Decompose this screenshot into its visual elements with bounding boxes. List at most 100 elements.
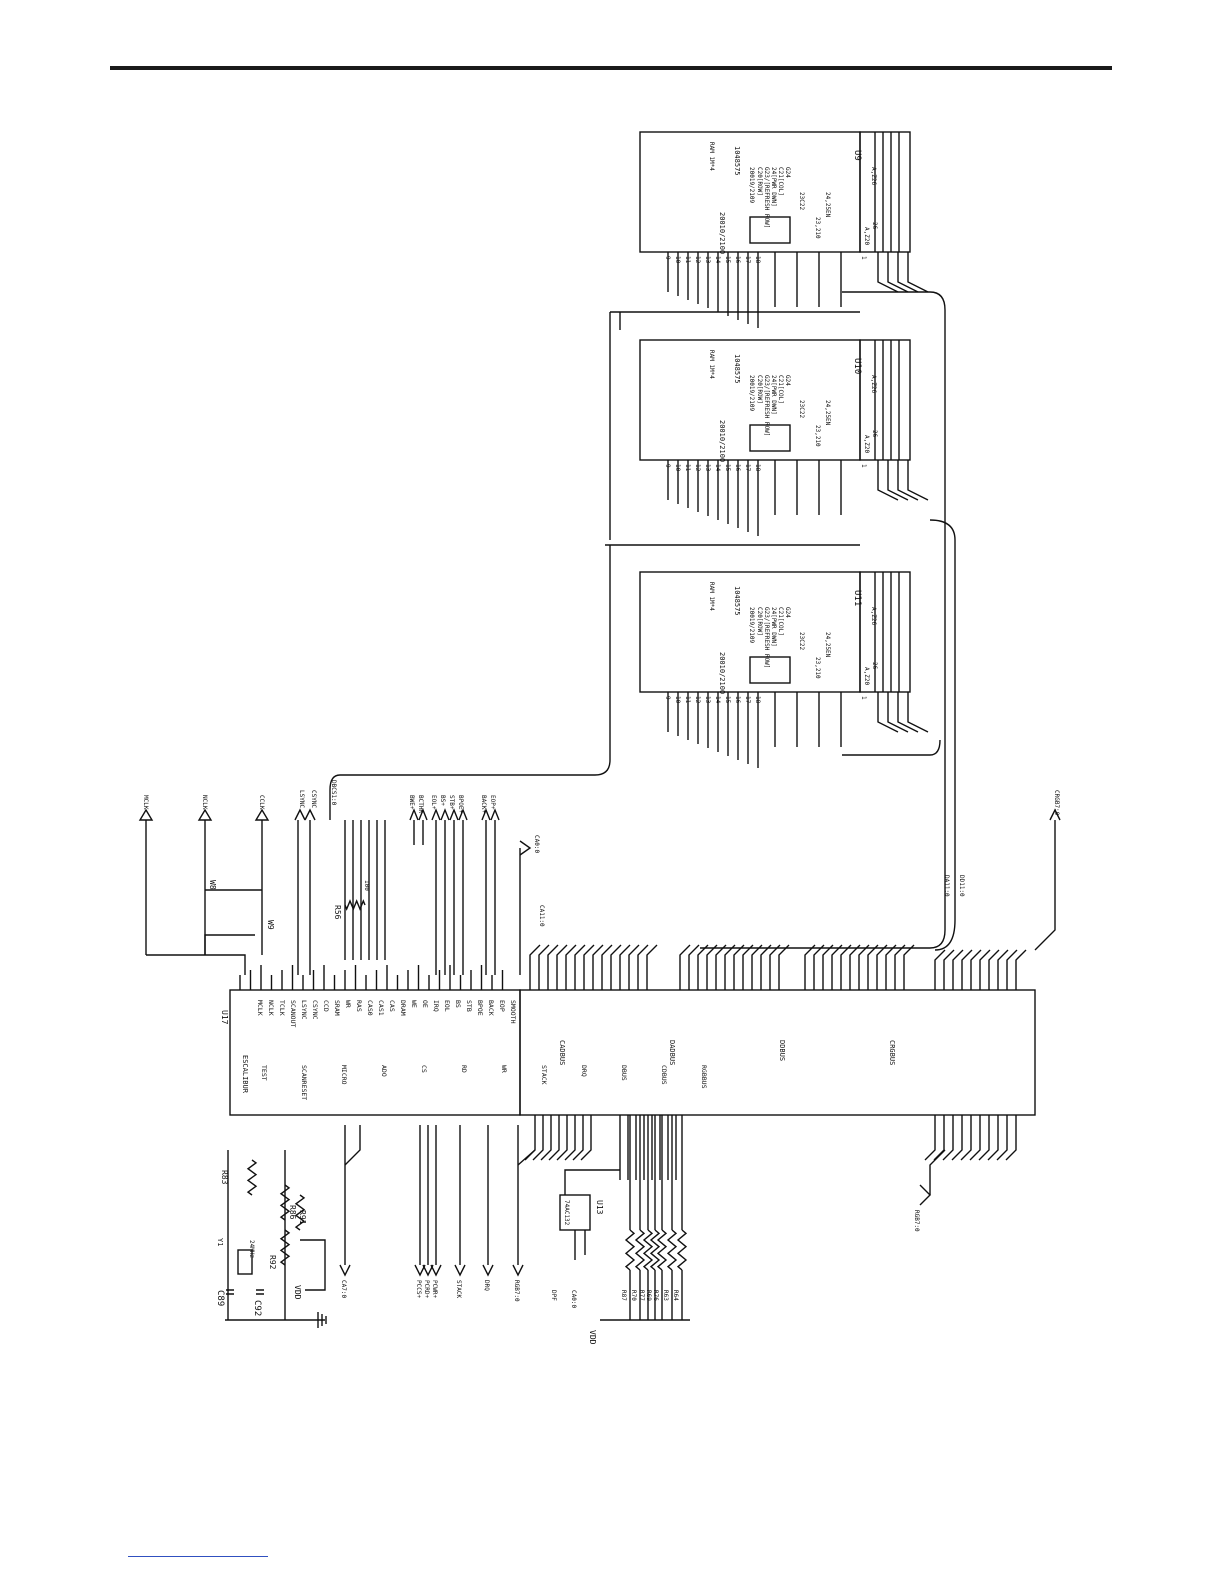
u17-pin-label: WE: [410, 1000, 418, 1008]
chip-out: 23,210: [814, 657, 821, 679]
connector: [431, 808, 441, 821]
chip-part: 1048575: [733, 586, 741, 616]
cad-bus-line: [601, 944, 613, 990]
u17-pin-label: CAS1: [377, 1000, 385, 1016]
data-pin: [877, 460, 899, 501]
footer-link-underline: [128, 1556, 268, 1557]
cad-bus-line: [547, 944, 559, 990]
mclk-route: [146, 954, 246, 975]
crystal-freq: 24MHz: [248, 1240, 255, 1258]
chip-in: A,Z20: [863, 435, 870, 453]
chip-ctl-line: 24[PWR DWN]: [770, 375, 777, 415]
u17-pin-label: WR: [344, 1000, 352, 1008]
dad-bus-line: [742, 944, 754, 990]
cad-bus-line: [529, 944, 541, 990]
data-pin: [877, 252, 899, 293]
dpf-label: DPF: [550, 1290, 557, 1301]
net-label: CA0:0: [570, 1290, 577, 1308]
dbus-bottom-line: [564, 1115, 576, 1161]
r56-value: 100: [363, 880, 370, 891]
chip-in: A,Z20: [863, 227, 870, 245]
chip-out: 23,210: [814, 217, 821, 239]
pin-number: 10: [674, 696, 681, 704]
cad-bus-line: [565, 944, 577, 990]
chip-in2: 26: [871, 222, 878, 230]
chip-pin-box: [859, 339, 911, 461]
net-label: BACK+: [480, 795, 487, 813]
chip-ctl-line: C21[COL]: [777, 607, 784, 636]
dad-bus-line: [724, 944, 736, 990]
chip-sig: 23C22: [798, 400, 805, 418]
pin-number: 14: [714, 696, 721, 704]
u17-bus-label: DADBUS: [668, 1040, 676, 1065]
data-pin: [877, 692, 899, 733]
pin-number: 9: [664, 696, 671, 700]
resistor-r77: [642, 1229, 654, 1271]
chip-ctl: 20019/2109: [748, 607, 755, 644]
pin-number: 12: [694, 696, 701, 704]
rgb-bottom-line: [1005, 1115, 1017, 1161]
chip-ctl-line: C20[ROW]: [756, 375, 763, 404]
ground-symbol: [317, 1312, 327, 1328]
connector: [458, 808, 468, 821]
resistor-r70: [634, 1229, 646, 1271]
cad-bus-line: [610, 944, 622, 990]
u17-bottom-label: SCANRESET: [300, 1065, 308, 1100]
ram-chip-sub-block: [749, 424, 791, 452]
resistor-r76: [656, 1229, 668, 1271]
net-label: CSYNC: [310, 790, 317, 808]
crystal-label: Y1: [216, 1238, 224, 1246]
dd-bus-line: [813, 944, 825, 990]
net-label: EOL+: [430, 795, 437, 810]
rgb-bottom-line: [978, 1115, 990, 1161]
bus-loop-3: [842, 739, 941, 756]
chip-in2: 26: [871, 662, 878, 670]
dd-bus-line: [876, 944, 888, 990]
data-pin: [887, 460, 909, 501]
chip-ctl-line: C20[ROW]: [756, 607, 763, 636]
u17-pin-label: SCANOUT: [289, 1000, 297, 1027]
pin-number: 18: [754, 696, 761, 704]
connector-csync: [304, 808, 316, 821]
r83-label: R83: [220, 1170, 229, 1185]
pin-number: 12: [694, 256, 701, 264]
chip-pins: A,Z26: [870, 607, 877, 625]
u17-bottom-label: ADO: [380, 1065, 388, 1077]
connector: [490, 808, 500, 821]
chip-addr: 20010/2100: [718, 652, 726, 694]
resistor-r92: [279, 1229, 291, 1266]
cad-bus-line: [556, 944, 568, 990]
cad-bus-line: [592, 944, 604, 990]
net-label: RGB7:0: [513, 1280, 520, 1302]
net-label: CA11:0: [538, 905, 545, 927]
dad-bus-line: [778, 944, 790, 990]
connector-lsync: [294, 808, 306, 821]
connector-crgb: [1049, 808, 1061, 821]
connector: [449, 808, 459, 821]
rgb-bottom-line: [951, 1115, 963, 1161]
net-label: CA7:0: [340, 1280, 347, 1298]
dd-bus-line: [840, 944, 852, 990]
u17-bottom-label: RD: [460, 1065, 468, 1073]
jumper-w8: W8: [208, 880, 217, 890]
u17-pin-label: EOP: [498, 1000, 506, 1012]
dbus-bottom-line: [556, 1115, 568, 1161]
r86-label: R86: [288, 1205, 297, 1220]
chip-out2: 24,25EN: [824, 632, 831, 658]
chip-ctl-line: 24[PWR DWN]: [770, 607, 777, 647]
dbus-bottom-line: [532, 1115, 544, 1161]
data-pin: [907, 692, 929, 733]
u17-pin-label: LSYNC: [300, 1000, 308, 1020]
crgb-route: [1034, 820, 1056, 951]
chip-pin-box: [859, 571, 911, 693]
u17-bottom-label: DBUS: [620, 1065, 628, 1081]
rgb-bottom-line: [969, 1115, 981, 1161]
pin-number: 17: [744, 464, 751, 472]
resistor-label: R77: [638, 1290, 645, 1301]
jumper-w9: W9: [266, 920, 275, 930]
dbus-bottom-line: [572, 1115, 584, 1161]
chip-ctl-line: G23/[REFRESH ROW]: [763, 375, 770, 436]
vdd-label-2: VDD: [588, 1330, 597, 1345]
ram-chip-sub-block: [749, 656, 791, 684]
resistor-label: R69: [645, 1290, 652, 1301]
